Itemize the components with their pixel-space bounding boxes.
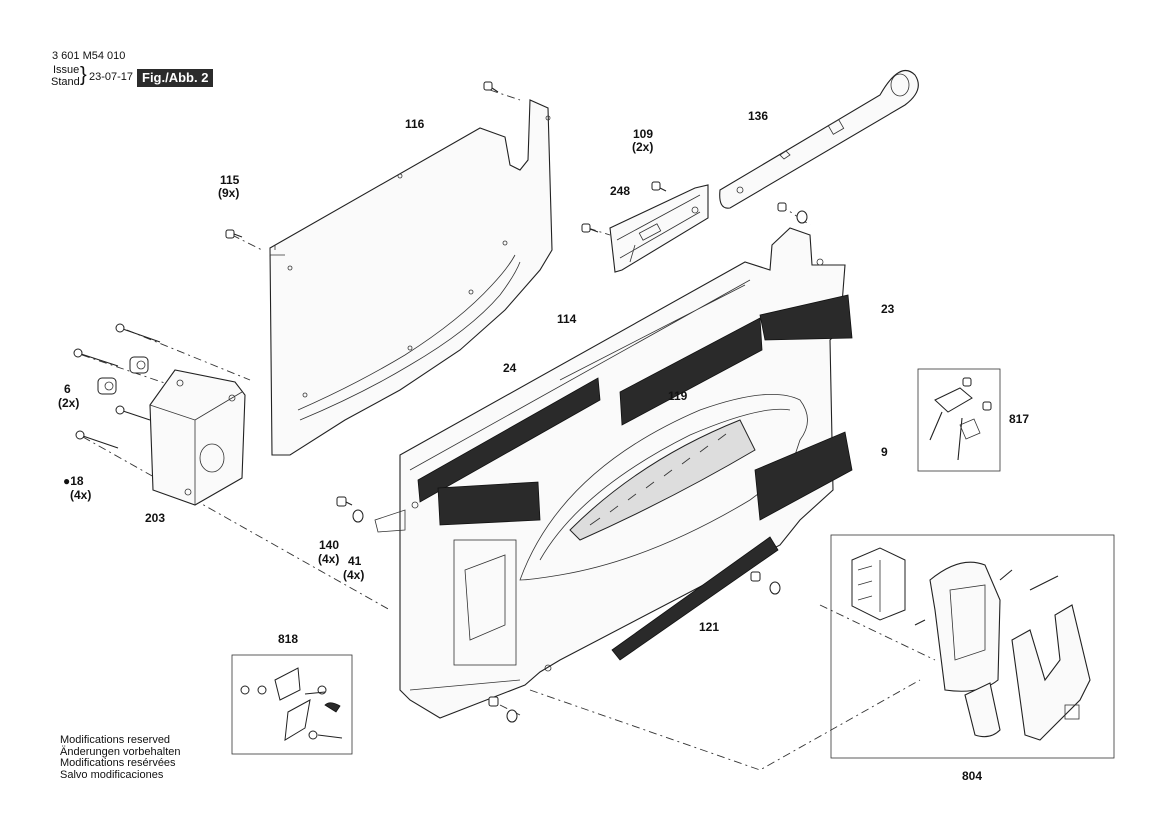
part-6-nut-b xyxy=(97,377,117,395)
callout-114: 114 xyxy=(557,312,577,326)
part-number: 3 601 M54 010 xyxy=(52,50,126,62)
box-817 xyxy=(917,368,1001,472)
assembly-line xyxy=(126,329,251,381)
part-119-scale xyxy=(569,419,756,541)
part-23-label xyxy=(759,294,853,341)
callout-140-qty: (4x) xyxy=(318,552,340,566)
part-116-guard-plate xyxy=(269,99,553,456)
callout-115-qty: (9x) xyxy=(218,186,240,200)
callout-109-qty: (2x) xyxy=(632,140,654,154)
brace: } xyxy=(80,64,87,86)
part-136-bar xyxy=(719,70,919,209)
callout-804: 804 xyxy=(962,769,983,783)
assembly-line xyxy=(82,436,391,611)
stand-label: Stand xyxy=(51,76,80,88)
callout-817: 817 xyxy=(1009,412,1030,426)
callout-18-qty: (4x) xyxy=(70,488,92,502)
screw-washer-top-right xyxy=(777,202,808,224)
screw-18-c xyxy=(115,405,151,421)
figure-badge: Fig./Abb. 2 xyxy=(137,69,214,87)
modifications-notice: Modifications reserved Änderungen vorbeh… xyxy=(60,734,181,781)
notice-es: Salvo modificaciones xyxy=(60,768,164,781)
callout-24: 24 xyxy=(503,361,517,375)
callout-115: 115 xyxy=(220,173,240,187)
part-248-bracket xyxy=(609,184,709,273)
screw-18-b xyxy=(73,348,119,367)
callout-18: ●18 xyxy=(63,474,84,488)
callout-140: 140 xyxy=(319,538,340,552)
part-804-components xyxy=(851,547,1091,741)
callout-41: 41 xyxy=(348,554,362,568)
part-817-components xyxy=(929,377,992,461)
screw-248 xyxy=(581,223,599,233)
screw-140 xyxy=(336,496,353,507)
screw-18-a xyxy=(115,323,161,343)
callout-23: 23 xyxy=(881,302,895,316)
box-804 xyxy=(830,534,1115,759)
screw-top xyxy=(483,81,499,93)
part-24-labels xyxy=(417,317,763,526)
part-818-components xyxy=(240,667,343,741)
dot-icon: ● xyxy=(63,474,71,488)
part-203-housing xyxy=(149,369,246,506)
part-6-nut-a xyxy=(129,356,149,374)
callout-116: 116 xyxy=(405,117,425,131)
callout-6: 6 xyxy=(64,382,71,396)
callout-9: 9 xyxy=(881,445,888,459)
callout-109: 109 xyxy=(633,127,654,141)
assembly-line xyxy=(231,234,263,251)
screw-115 xyxy=(225,229,243,239)
screw-109 xyxy=(651,181,667,192)
callout-119: 119 xyxy=(668,389,688,403)
callout-6-qty: (2x) xyxy=(58,396,80,410)
callout-248: 248 xyxy=(610,184,631,198)
issue-label: Issue xyxy=(53,64,80,76)
part-9-label xyxy=(754,431,853,521)
assembly-line xyxy=(529,679,921,771)
callout-203: 203 xyxy=(145,511,166,525)
assembly-line xyxy=(819,604,936,661)
callout-121: 121 xyxy=(699,620,720,634)
notice-fr: Modifications resérvées xyxy=(60,757,176,769)
screw-18-d xyxy=(75,430,119,449)
callout-136: 136 xyxy=(748,109,769,123)
notice-de: Änderungen vorbehalten xyxy=(60,745,181,758)
assembly-line xyxy=(489,89,521,101)
notice-en: Modifications reserved xyxy=(60,734,171,746)
callout-41-qty: (4x) xyxy=(343,568,365,582)
screw-washer-bottom xyxy=(488,696,518,723)
issue-date: 23-07-17 xyxy=(89,71,134,83)
callout-818: 818 xyxy=(278,632,299,646)
screw-washer-121 xyxy=(750,571,781,595)
part-121-label xyxy=(611,536,779,661)
washer-41 xyxy=(352,509,364,523)
box-818 xyxy=(231,654,353,755)
